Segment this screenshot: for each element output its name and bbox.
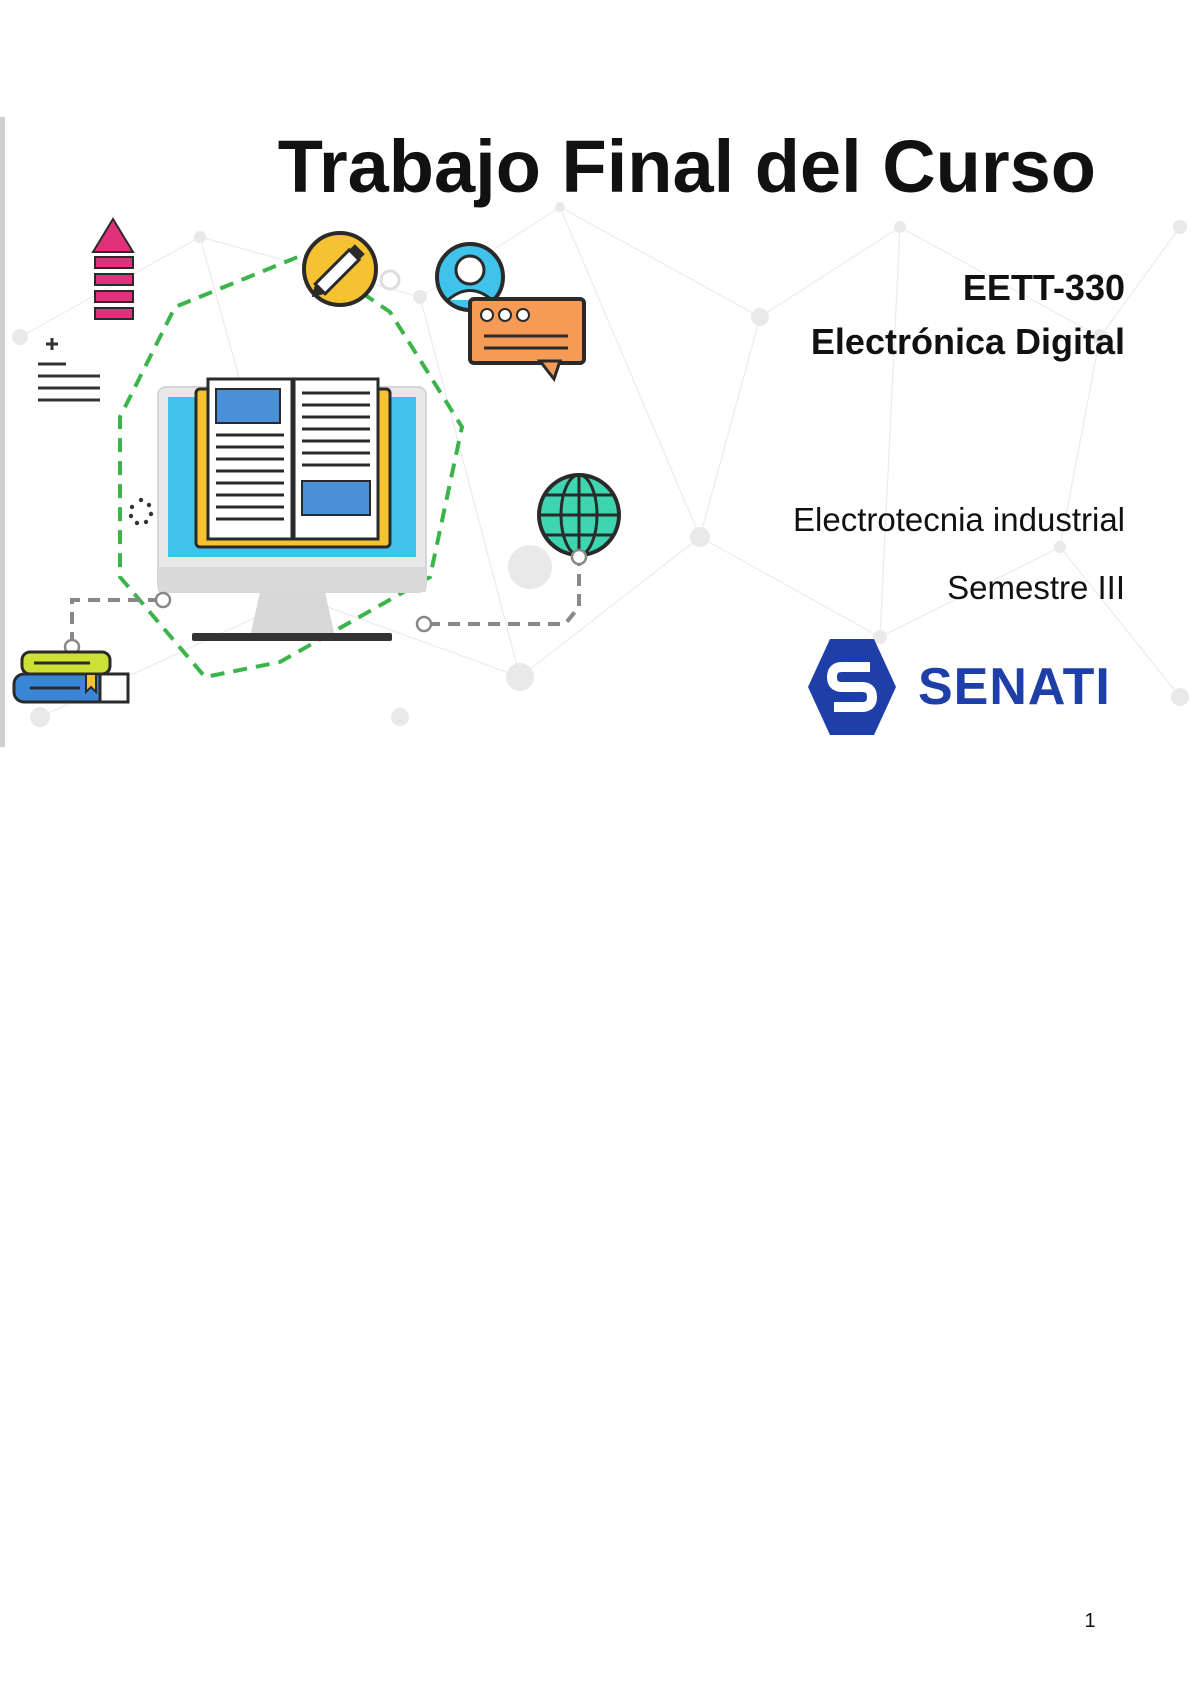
cover-left-edge [0, 117, 5, 747]
chat-bubble-icon [468, 297, 586, 383]
course-name: Electrónica Digital [810, 321, 1125, 362]
senati-logo-icon [808, 639, 896, 735]
page-number: 1 [1084, 1610, 1096, 1632]
career-name: Electrotecnia industrial [793, 501, 1125, 538]
senati-logo: SENATI [808, 637, 1118, 737]
loading-dots-icon [128, 497, 154, 526]
upload-arrow-icon [91, 217, 135, 320]
stacked-books-icon [12, 650, 130, 704]
open-book-icon [194, 377, 392, 549]
semester-label: Semestre III [947, 569, 1125, 606]
senati-logo-text: SENATI [918, 658, 1111, 716]
elearning-illustration [12, 217, 621, 704]
dashed-hexagon [118, 251, 465, 680]
document-lines-icon [38, 338, 100, 402]
pencil-badge-icon [302, 231, 401, 307]
course-code: EETT-330 [962, 267, 1125, 308]
connector-lines [70, 557, 581, 644]
document-title: Trabajo Final del Curso [277, 125, 1096, 208]
connector-nodes [63, 548, 588, 656]
cover-banner: Trabajo Final del Curso EETT-330 Electró… [0, 117, 1200, 747]
